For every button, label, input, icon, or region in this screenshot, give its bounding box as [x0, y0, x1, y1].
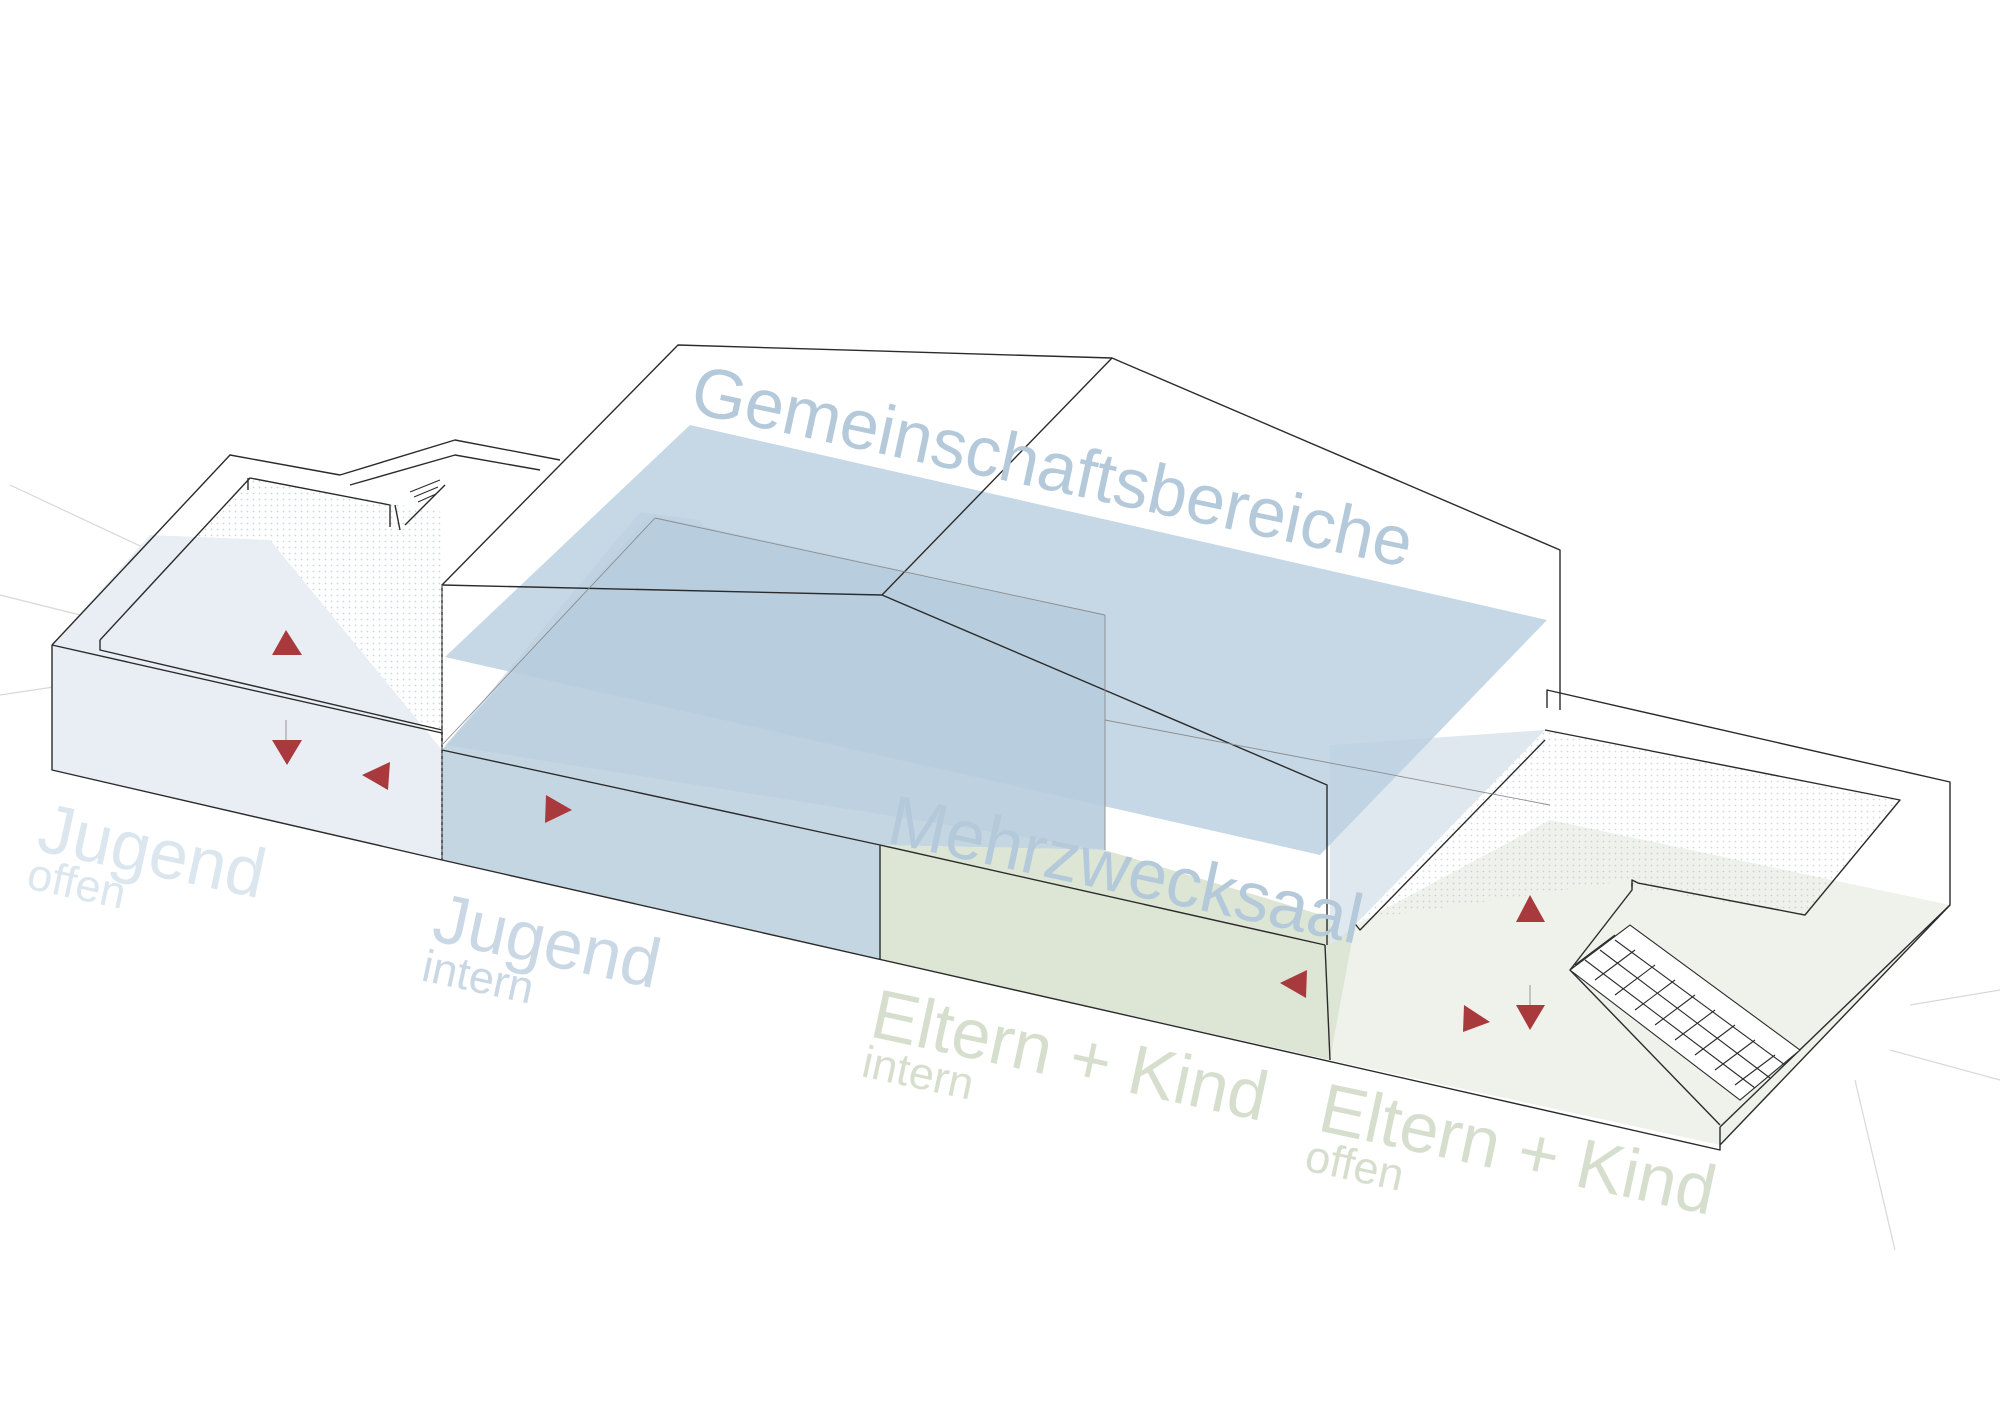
arrow-left-2 [1280, 970, 1307, 998]
zone-youth-open [52, 535, 442, 860]
arrow-up-right [1516, 895, 1545, 922]
interior-lines [285, 517, 1551, 1010]
arrow-left-1 [362, 762, 390, 790]
staircase [1569, 924, 1801, 1101]
circulation-arrows [272, 630, 1545, 1032]
arrow-right-1 [545, 795, 572, 823]
courtyard-right [1360, 730, 1900, 920]
community-plate-under [445, 518, 1105, 850]
zone-family-internal [880, 845, 1355, 1060]
staircase-small [409, 479, 441, 503]
arrow-down-right [1516, 1005, 1545, 1030]
arrow-down-left [272, 740, 302, 765]
building-outlines [51, 344, 1951, 1151]
arrow-right-2 [1463, 1005, 1490, 1032]
arrow-up-left [272, 630, 302, 655]
